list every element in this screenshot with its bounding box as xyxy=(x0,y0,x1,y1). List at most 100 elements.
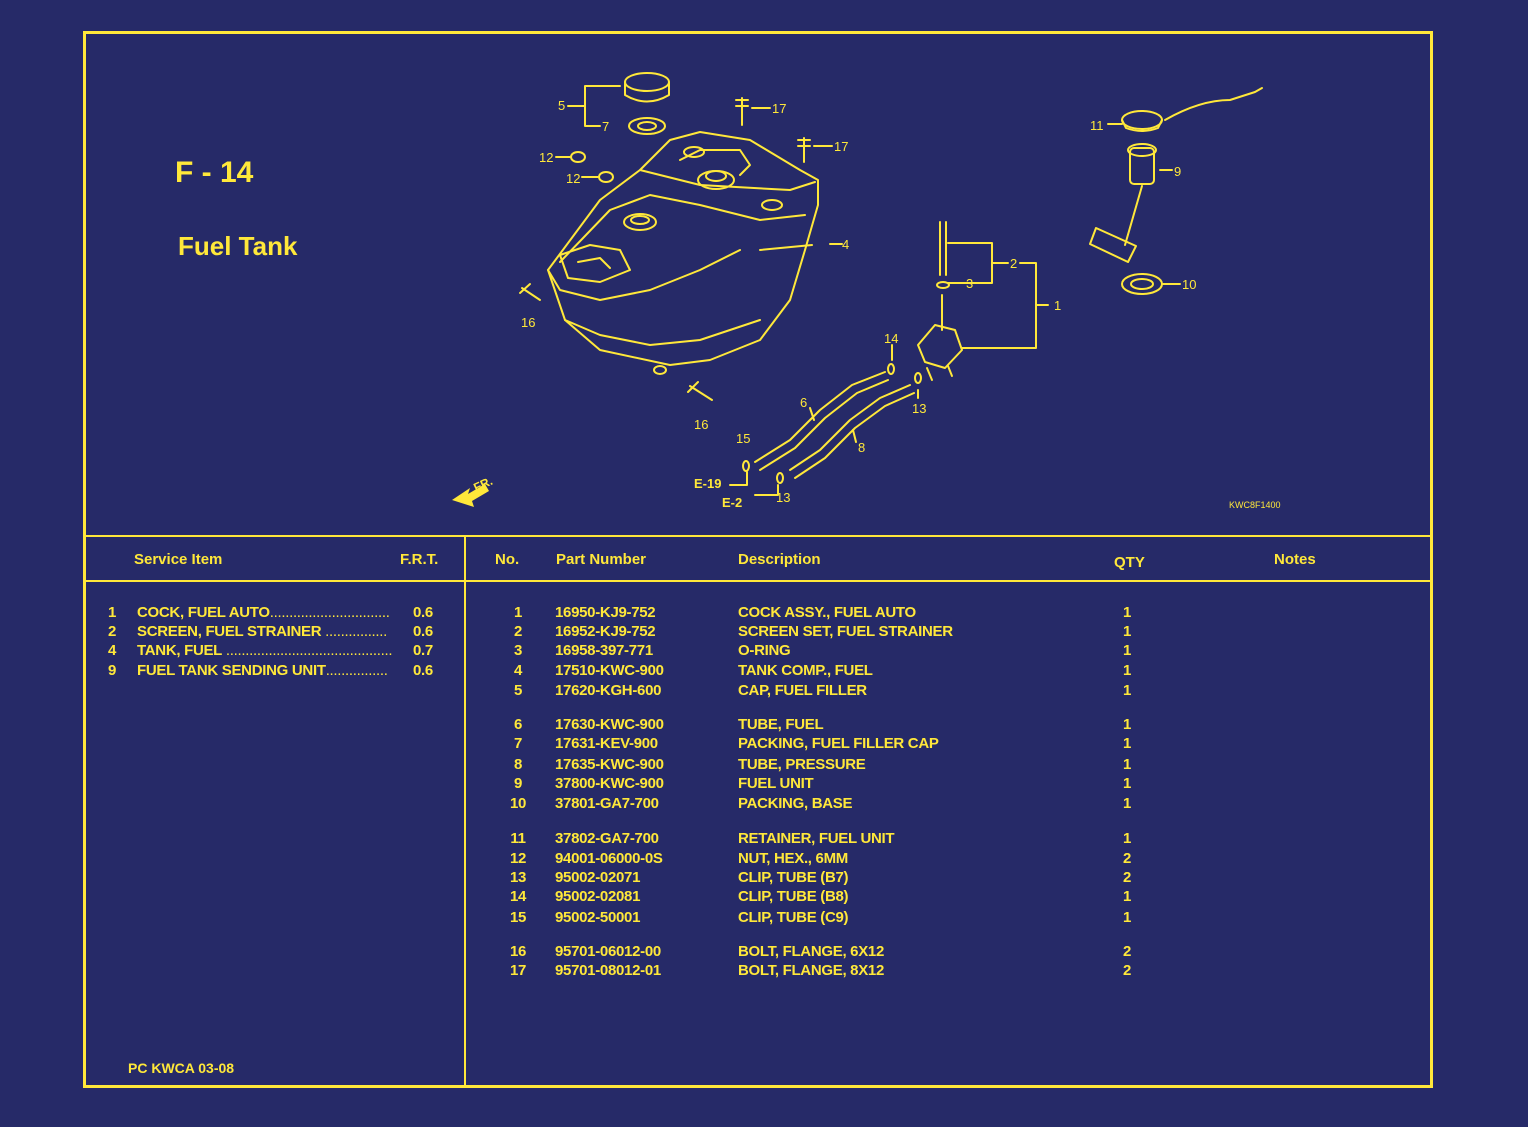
part-qty: 1 xyxy=(1122,756,1132,773)
part-number: 37801-GA7-700 xyxy=(555,795,659,812)
callout-17b: 17 xyxy=(834,139,848,154)
callout-13a: 13 xyxy=(912,401,926,416)
fuel-tank-drawing xyxy=(547,131,819,375)
column-divider xyxy=(464,536,466,1087)
part-description: CLIP, TUBE (B7) xyxy=(738,869,849,886)
part-no: 17 xyxy=(509,962,527,979)
page-title: Fuel Tank xyxy=(178,231,298,261)
part-description: CLIP, TUBE (C9) xyxy=(738,909,849,926)
service-item-name: TANK, FUEL .............................… xyxy=(137,642,403,659)
callout-12a: 12 xyxy=(539,150,553,165)
part-no: 11 xyxy=(510,830,526,847)
part-description: CAP, FUEL FILLER xyxy=(738,682,867,699)
part-qty: 1 xyxy=(1122,604,1132,621)
part-no: 5 xyxy=(513,682,523,699)
front-arrow-icon xyxy=(452,484,489,507)
part-qty: 1 xyxy=(1122,830,1132,847)
callout-10: 10 xyxy=(1182,277,1196,292)
callout-16b: 16 xyxy=(694,417,708,432)
dot-leader: ................ xyxy=(325,662,388,679)
header-frt: F.R.T. xyxy=(400,551,439,568)
service-item-frt: 0.6 xyxy=(413,604,433,621)
part-no: 6 xyxy=(513,716,523,733)
part-description: PACKING, FUEL FILLER CAP xyxy=(738,735,939,752)
part-no: 15 xyxy=(509,909,527,926)
header-notes: Notes xyxy=(1274,551,1316,568)
part-qty: 2 xyxy=(1122,869,1132,886)
part-description: PACKING, BASE xyxy=(738,795,853,812)
part-qty: 1 xyxy=(1122,775,1132,792)
callout-8: 8 xyxy=(858,440,865,455)
header-no: No. xyxy=(495,551,520,568)
part-qty: 1 xyxy=(1122,909,1132,926)
dot-leader: ................ xyxy=(321,623,388,640)
exploded-view-diagram: 5 7 17 17 12 12 4 16 16 2 3 1 14 13 6 8 … xyxy=(452,72,1263,510)
header-service-item: Service Item xyxy=(134,551,223,568)
front-label: FR. xyxy=(471,474,494,495)
page-frame xyxy=(83,31,1433,1088)
part-qty: 1 xyxy=(1122,662,1132,679)
header-divider xyxy=(85,580,1432,582)
part-description: FUEL UNIT xyxy=(738,775,814,792)
callout-4: 4 xyxy=(842,237,849,252)
part-qty: 1 xyxy=(1122,888,1132,905)
part-number: 17620-KGH-600 xyxy=(555,682,662,699)
part-qty: 2 xyxy=(1122,850,1132,867)
callout-11: 11 xyxy=(1090,118,1104,133)
diagram-divider xyxy=(85,535,1432,537)
part-description: TUBE, PRESSURE xyxy=(738,756,866,773)
part-no: 12 xyxy=(509,850,527,867)
part-qty: 2 xyxy=(1122,962,1132,979)
part-no: 9 xyxy=(513,775,523,792)
part-no: 2 xyxy=(513,623,523,640)
callout-3: 3 xyxy=(966,276,973,291)
service-item-frt: 0.6 xyxy=(413,662,433,679)
part-qty: 1 xyxy=(1122,795,1132,812)
bolt-17-drawing xyxy=(735,97,833,163)
part-number: 16950-KJ9-752 xyxy=(555,604,656,621)
section-code: F - 14 xyxy=(175,156,254,189)
part-description: TANK COMP., FUEL xyxy=(738,662,873,679)
part-number: 17510-KWC-900 xyxy=(555,662,664,679)
dot-leader: ........................................… xyxy=(222,642,393,659)
part-no: 16 xyxy=(509,943,527,960)
callout-15: 15 xyxy=(736,431,750,446)
callout-2: 2 xyxy=(1010,256,1017,271)
service-item-name: COCK, FUEL AUTO.........................… xyxy=(137,604,403,621)
part-description: CLIP, TUBE (B8) xyxy=(738,888,849,905)
service-item-frt: 0.7 xyxy=(413,642,433,659)
part-number: 95002-02081 xyxy=(555,888,641,905)
part-number: 37802-GA7-700 xyxy=(555,830,659,847)
service-item-name: FUEL TANK SENDING UNIT................ xyxy=(137,662,403,679)
fuel-tubes-drawing xyxy=(729,363,922,496)
part-qty: 1 xyxy=(1122,642,1132,659)
header-qty: QTY xyxy=(1114,554,1145,571)
service-item-name: SCREEN, FUEL STRAINER ................ xyxy=(137,623,403,640)
service-item-ref: 9 xyxy=(108,662,117,679)
part-qty: 2 xyxy=(1122,943,1132,960)
callout-5: 5 xyxy=(558,98,565,113)
part-qty: 1 xyxy=(1122,682,1132,699)
part-number: 17630-KWC-900 xyxy=(555,716,664,733)
callout-12b: 12 xyxy=(566,171,580,186)
callout-e19: E-19 xyxy=(694,476,721,491)
callout-13b: 13 xyxy=(776,490,790,505)
filler-cap-drawing xyxy=(567,72,670,135)
part-description: COCK ASSY., FUEL AUTO xyxy=(738,604,916,621)
bolt-16-drawing xyxy=(519,283,713,401)
callout-9: 9 xyxy=(1174,164,1181,179)
part-number: 95701-06012-00 xyxy=(555,943,661,960)
part-description: BOLT, FLANGE, 6X12 xyxy=(738,943,885,960)
header-part-number: Part Number xyxy=(556,551,647,568)
callout-6: 6 xyxy=(800,395,807,410)
service-item-frt: 0.6 xyxy=(413,623,433,640)
part-description: RETAINER, FUEL UNIT xyxy=(738,830,895,847)
callout-14: 14 xyxy=(884,331,898,346)
part-no: 3 xyxy=(513,642,523,659)
part-number: 94001-06000-0S xyxy=(555,850,663,867)
part-description: BOLT, FLANGE, 8X12 xyxy=(738,962,885,979)
service-item-label: FUEL TANK SENDING UNIT xyxy=(137,662,326,679)
part-no: 13 xyxy=(509,869,527,886)
nut-12-drawing xyxy=(555,151,614,183)
service-item-label: COCK, FUEL AUTO xyxy=(137,604,270,621)
